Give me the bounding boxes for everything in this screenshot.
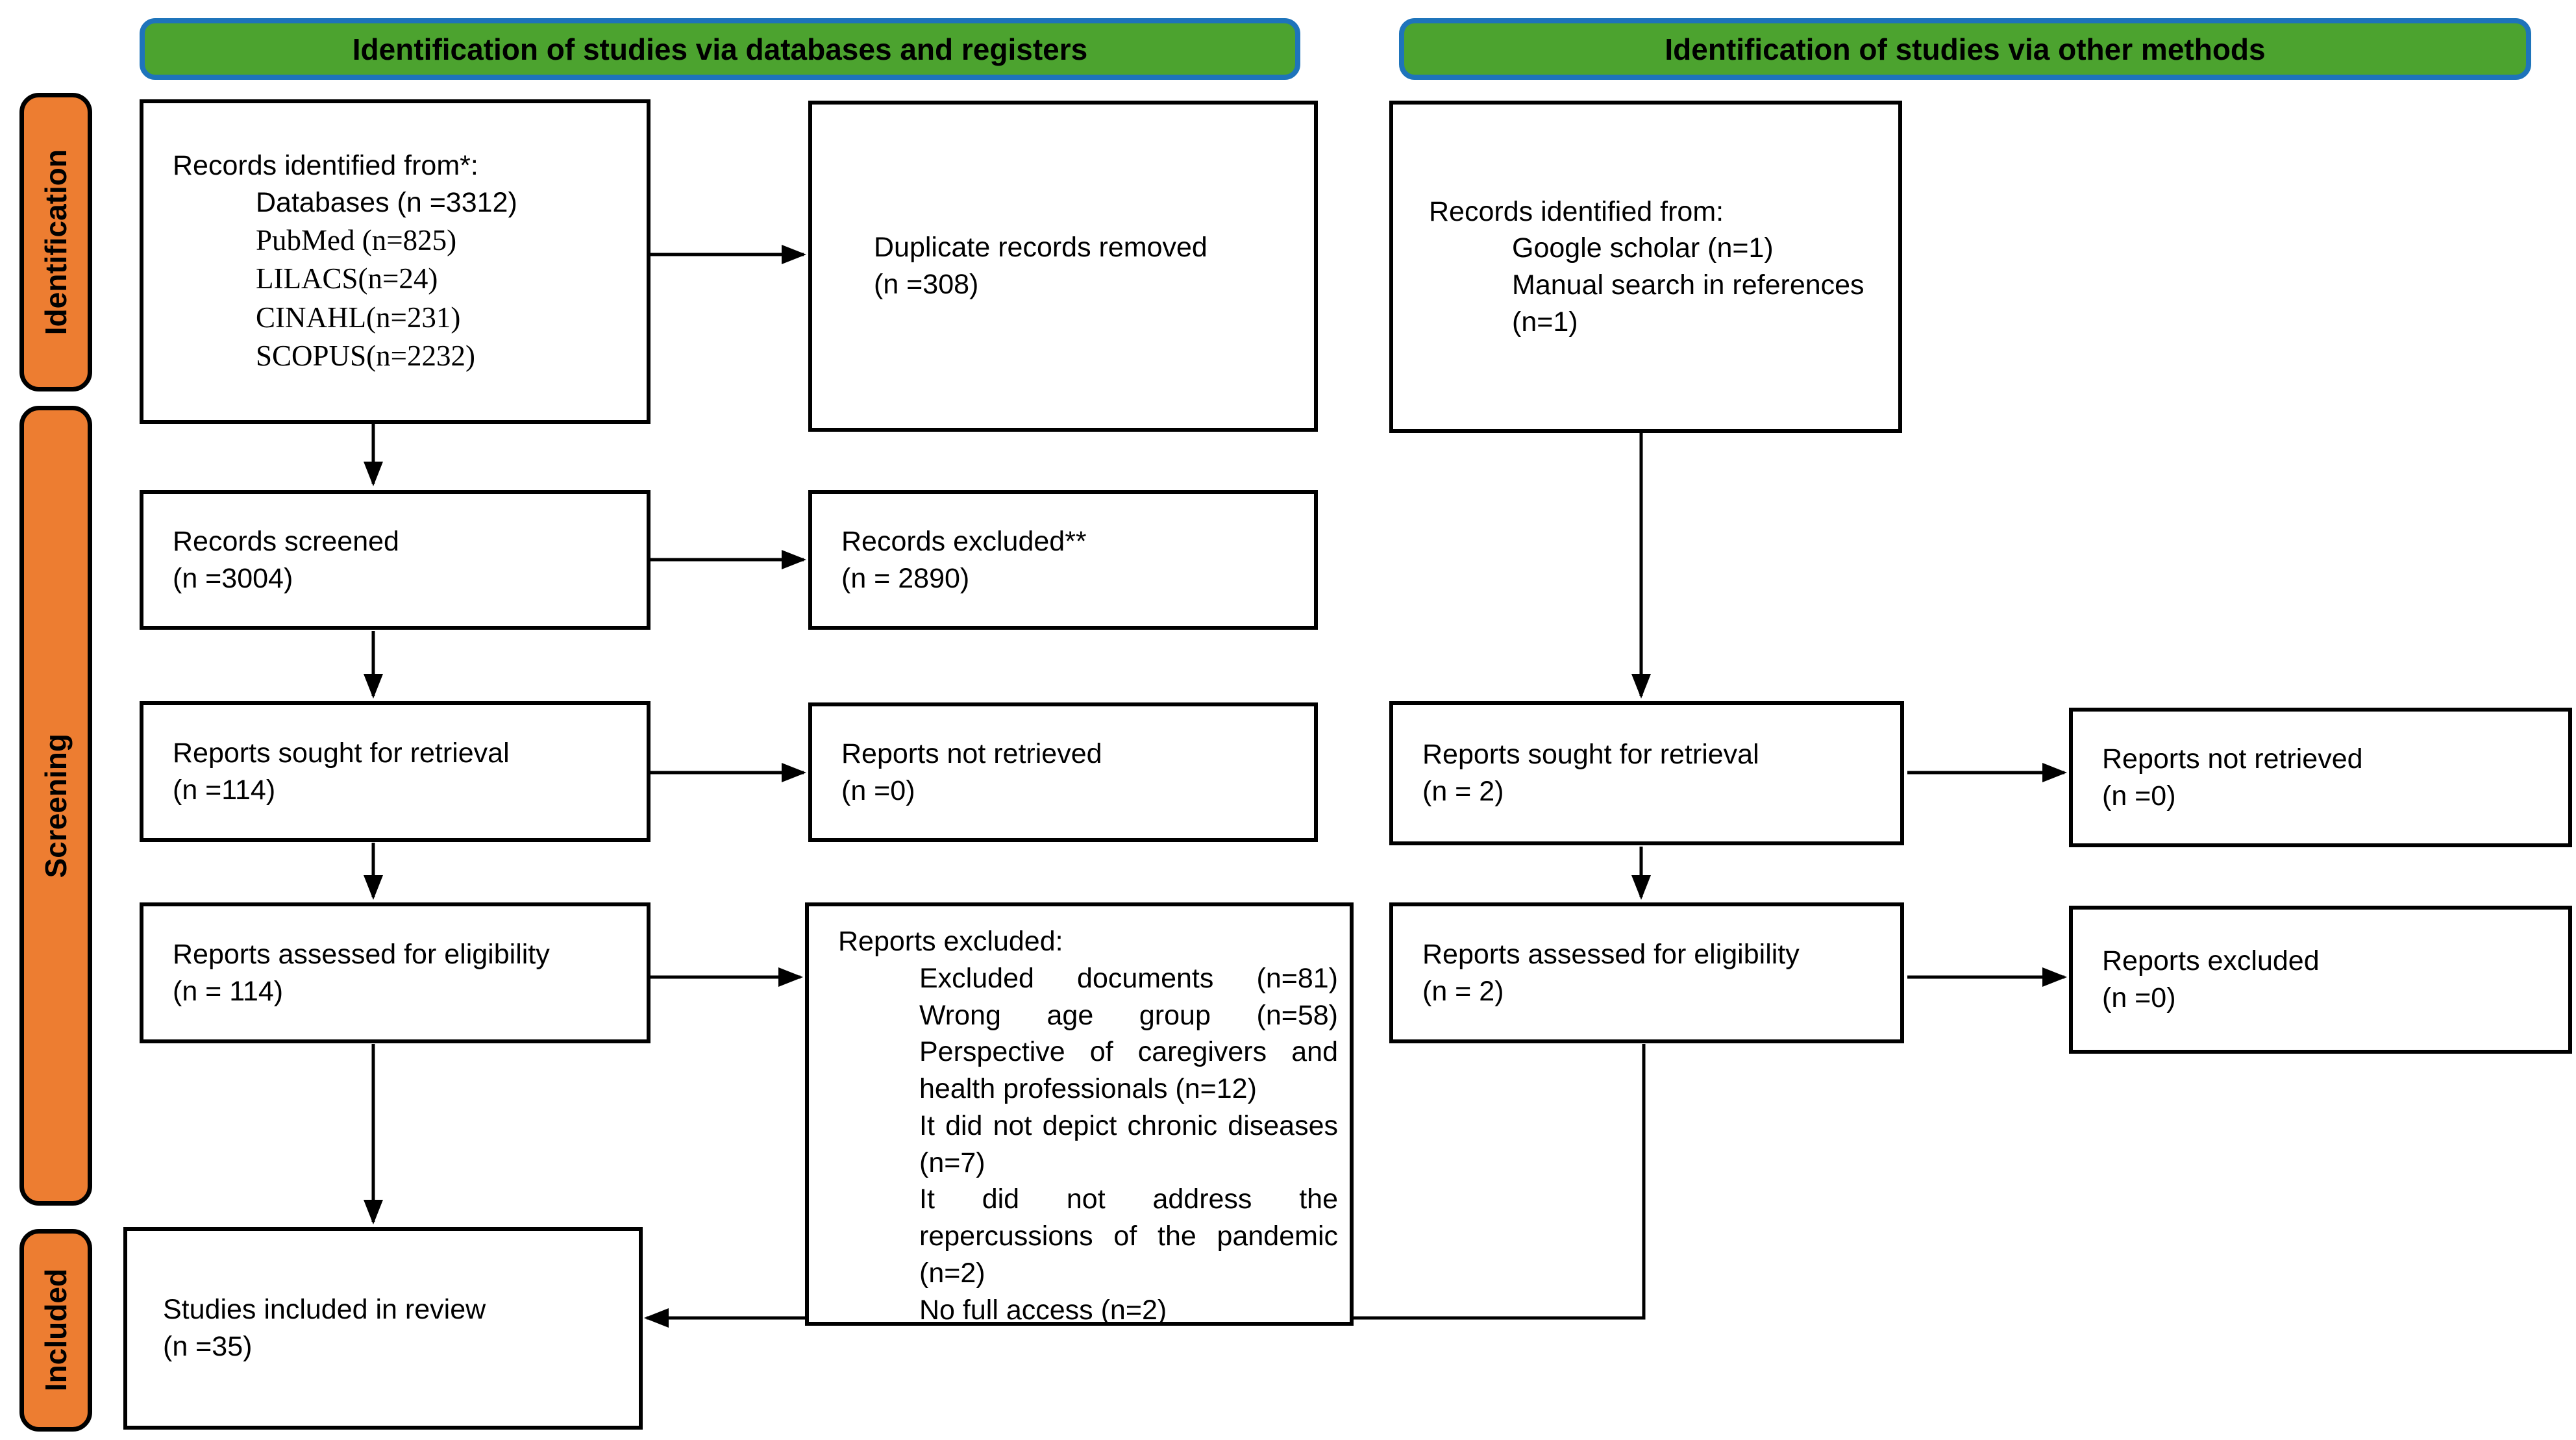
box-records-screened: Records screened (n =3004) — [140, 490, 650, 630]
stage-included-label: Included — [39, 1269, 73, 1392]
excluded-reason-access: No full access (n=2) — [919, 1294, 1167, 1326]
reports-sought-count: (n =114) — [173, 774, 276, 806]
records-other-count: (n=1) — [1512, 306, 1578, 338]
reports-not-retrieved-line1: Reports not retrieved — [841, 738, 1102, 769]
records-excluded-line1: Records excluded** — [841, 525, 1087, 557]
header-right-label: Identification of studies via other meth… — [1665, 32, 2266, 66]
reports-not-retrieved-other-line1: Reports not retrieved — [2102, 743, 2363, 775]
studies-included-line1: Studies included in review — [163, 1294, 486, 1326]
header-other-methods: Identification of studies via other meth… — [1399, 18, 2531, 80]
stage-identification-label: Identification — [39, 149, 73, 336]
reports-not-retrieved-count: (n =0) — [841, 775, 915, 806]
reports-excluded-other-line1: Reports excluded — [2102, 945, 2320, 977]
reports-sought-line1: Reports sought for retrieval — [173, 737, 510, 769]
reports-assessed-count: (n = 114) — [173, 975, 284, 1007]
box-reports-not-retrieved: Reports not retrieved (n =0) — [808, 702, 1318, 842]
stage-screening-label: Screening — [39, 733, 73, 878]
records-identified-title: Records identified from*: — [173, 150, 478, 182]
studies-included-count: (n =35) — [163, 1331, 253, 1362]
records-excluded-count: (n = 2890) — [841, 562, 970, 594]
records-screened-count: (n =3004) — [173, 562, 293, 594]
box-reports-not-retrieved-other: Reports not retrieved (n =0) — [2069, 708, 2572, 847]
records-screened-line1: Records screened — [173, 525, 399, 557]
box-reports-sought-other: Reports sought for retrieval (n = 2) — [1389, 701, 1904, 845]
box-records-identified: Records identified from*: Databases (n =… — [140, 99, 650, 424]
box-reports-sought: Reports sought for retrieval (n =114) — [140, 701, 650, 842]
duplicates-removed-count: (n =308) — [874, 269, 979, 300]
stage-identification: Identification — [19, 93, 92, 391]
records-other-google: Google scholar (n=1) — [1512, 232, 1774, 264]
excluded-reason-documents: Excluded documents (n=81) — [919, 962, 1338, 994]
box-reports-excluded-reasons: Reports excluded: Excluded documents (n=… — [805, 902, 1354, 1326]
reports-not-retrieved-other-count: (n =0) — [2102, 780, 2176, 812]
box-records-excluded: Records excluded** (n = 2890) — [808, 490, 1318, 630]
stage-screening: Screening — [19, 406, 92, 1206]
duplicates-removed-line1: Duplicate records removed — [874, 232, 1208, 264]
excluded-reason-perspective: Perspective of caregivers and health pro… — [919, 1036, 1338, 1104]
excluded-reason-pandemic: It did not address the repercussions of … — [919, 1184, 1338, 1289]
records-identified-lilacs: LILACS(n=24) — [256, 262, 438, 295]
reports-assessed-other-count: (n = 2) — [1422, 975, 1504, 1007]
excluded-reason-age-group: Wrong age group (n=58) — [919, 999, 1338, 1031]
box-studies-included: Studies included in review (n =35) — [123, 1227, 643, 1430]
excluded-reason-chronic: It did not depict chronic diseases (n=7) — [919, 1110, 1338, 1178]
records-identified-pubmed: PubMed (n=825) — [256, 223, 457, 256]
box-duplicates-removed: Duplicate records removed (n =308) — [808, 101, 1318, 432]
reports-excluded-reasons-title: Reports excluded: — [838, 926, 1063, 957]
reports-sought-other-line1: Reports sought for retrieval — [1422, 739, 1759, 771]
reports-sought-other-count: (n = 2) — [1422, 776, 1504, 807]
records-identified-cinahl: CINAHL(n=231) — [256, 301, 461, 334]
reports-assessed-other-line1: Reports assessed for eligibility — [1422, 938, 1800, 970]
reports-excluded-other-count: (n =0) — [2102, 982, 2176, 1013]
box-reports-excluded-other: Reports excluded (n =0) — [2069, 906, 2572, 1054]
header-left-label: Identification of studies via databases … — [352, 32, 1088, 66]
box-reports-assessed-other: Reports assessed for eligibility (n = 2) — [1389, 902, 1904, 1043]
records-other-title: Records identified from: — [1429, 195, 1724, 227]
records-identified-scopus: SCOPUS(n=2232) — [256, 340, 475, 373]
reports-assessed-line1: Reports assessed for eligibility — [173, 938, 550, 970]
records-identified-databases: Databases (n =3312) — [256, 187, 517, 219]
box-records-other-methods: Records identified from: Google scholar … — [1389, 101, 1902, 433]
header-databases-registers: Identification of studies via databases … — [140, 18, 1300, 80]
box-reports-assessed: Reports assessed for eligibility (n = 11… — [140, 902, 650, 1043]
stage-included: Included — [19, 1229, 92, 1432]
records-other-manual: Manual search in references — [1512, 269, 1864, 301]
